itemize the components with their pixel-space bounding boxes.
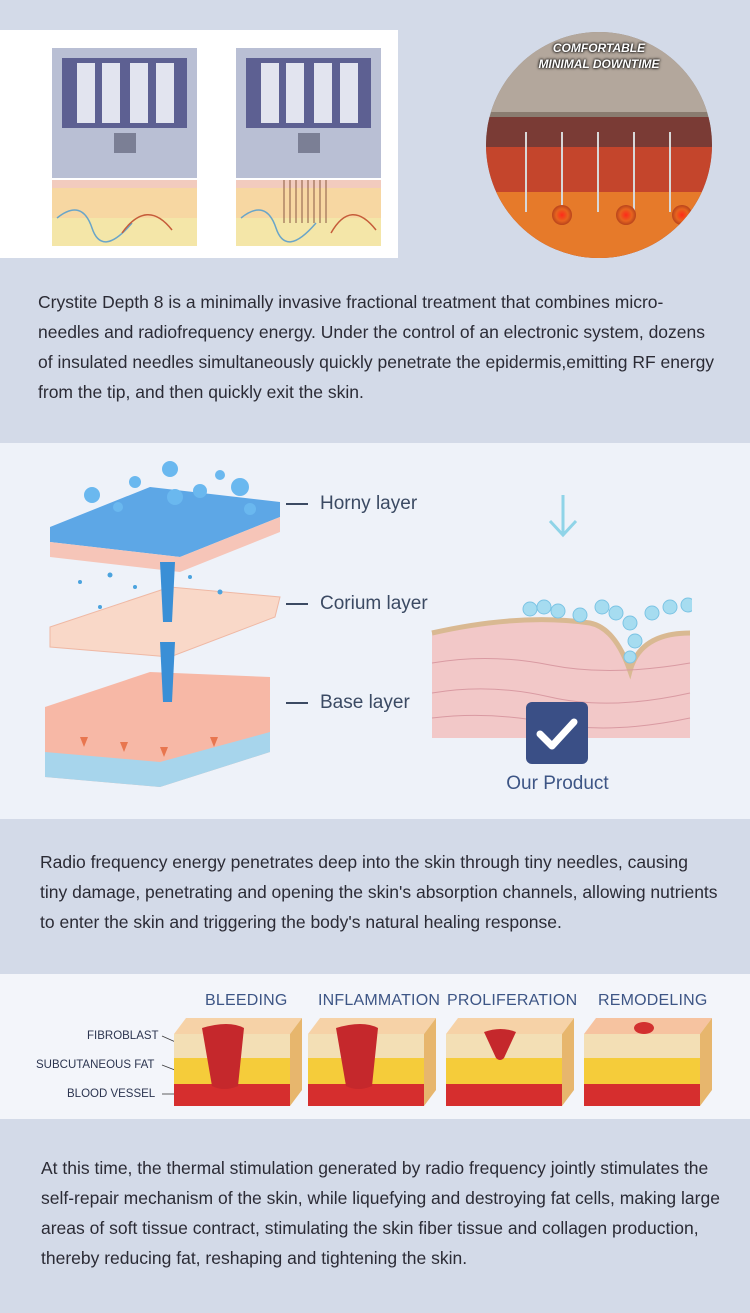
stage-label-inflammation: INFLAMMATION [318, 992, 441, 1009]
healing-stages-illustration [161, 1018, 712, 1106]
corium-layer-line [286, 603, 308, 605]
base-layer-label: Base layer [320, 692, 410, 713]
horny-layer-label: Horny layer [320, 493, 418, 514]
final-paragraph: At this time, the thermal stimulation ge… [41, 1158, 720, 1268]
our-product-label: Our Product [506, 773, 609, 794]
healing-stages-section: BLEEDING INFLAMMATION PROLIFERATION REMO… [0, 974, 750, 1119]
side-label-subcutaneous-fat: SUBCUTANEOUS FAT [36, 1059, 155, 1071]
skin-layers-illustration [45, 461, 281, 787]
device-image-panel [0, 30, 398, 258]
product-skin-illustration [431, 597, 692, 738]
intro-paragraph: Crystite Depth 8 is a minimally invasive… [38, 292, 715, 402]
checkmark-icon [536, 718, 578, 750]
hero-badge-line2: MINIMAL DOWNTIME [538, 57, 660, 71]
rf-paragraph: Radio frequency energy penetrates deep i… [40, 852, 718, 932]
base-layer-line [286, 702, 308, 704]
corium-layer-label: Corium layer [320, 593, 428, 614]
checkmark-badge [526, 702, 588, 764]
side-label-blood-vessel: BLOOD VESSEL [67, 1088, 156, 1100]
stage-label-proliferation: PROLIFERATION [447, 992, 578, 1009]
stage-label-remodeling: REMODELING [598, 992, 708, 1009]
microneedle-device-illustration [52, 48, 381, 246]
arrow-down-icon [548, 495, 578, 538]
rf-needle-circle-image: COMFORTABLE MINIMAL DOWNTIME [486, 32, 712, 258]
hero-badge: COMFORTABLE MINIMAL DOWNTIME [486, 40, 712, 72]
stage-label-bleeding: BLEEDING [205, 992, 288, 1009]
hero-badge-line1: COMFORTABLE [552, 41, 646, 55]
skin-layers-section: Horny layer Corium layer Base layer Our … [0, 443, 750, 819]
horny-layer-line [286, 503, 308, 505]
side-label-fibroblast: FIBROBLAST [87, 1030, 159, 1042]
